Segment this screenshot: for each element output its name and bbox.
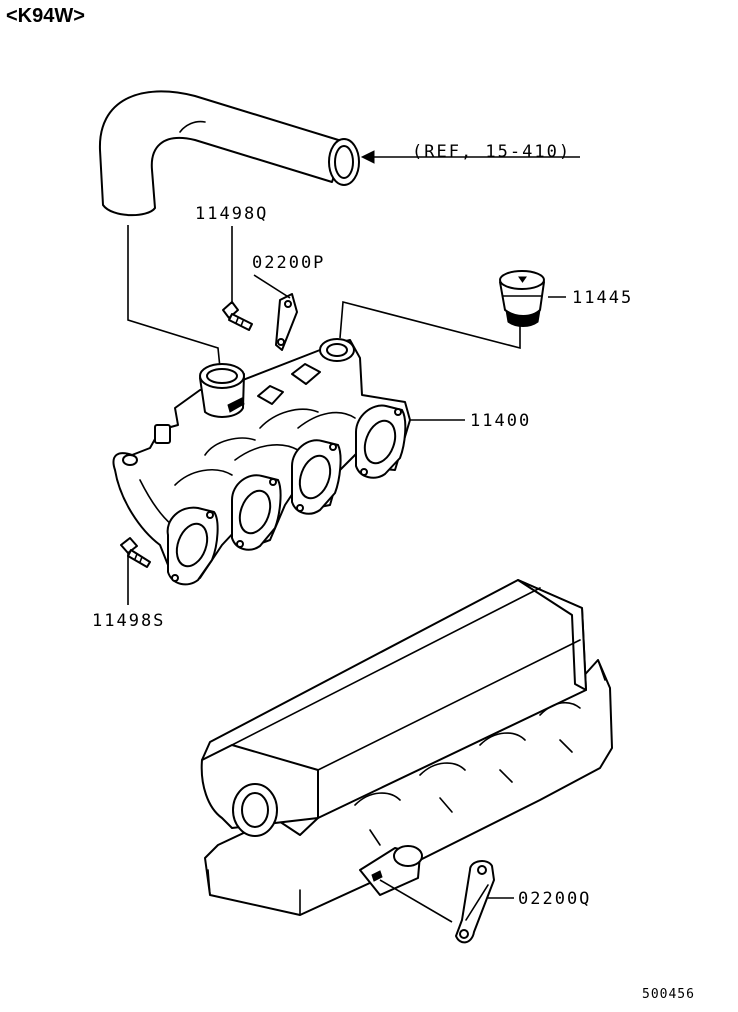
leader-02200p [253,274,291,299]
bolt-upper [222,301,253,331]
callout-ref: (REF, 15-410) [412,142,571,162]
callout-11498q: 11498Q [195,204,268,224]
bracket-lower [455,860,495,944]
engine-cylinder-head [200,579,613,916]
intake-hose [98,90,360,217]
plug [499,270,545,327]
callout-11445: 11445 [572,288,633,308]
callout-02200q: 02200Q [518,889,591,909]
bolt-lower [120,537,151,568]
callout-11498s: 11498S [92,611,165,631]
bracket-lower-to-head-leader [379,879,453,923]
ref-leader [360,150,580,164]
callout-02200p: 02200P [252,253,325,273]
callout-11400: 11400 [470,411,531,431]
plug-to-manifold-leader [339,300,521,350]
bracket-upper [275,293,298,351]
figure-number: 500456 [642,987,695,1002]
model-code: <K94W> [6,5,85,27]
hose-to-manifold-leader [127,225,221,369]
intake-manifold [112,338,411,586]
